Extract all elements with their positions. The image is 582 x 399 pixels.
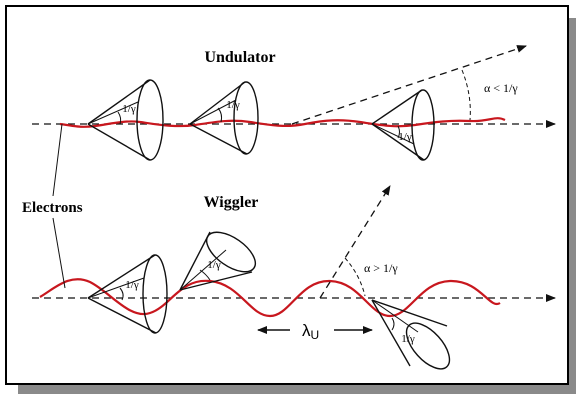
- period-label: λU: [302, 321, 319, 342]
- undulator-cone-2-angle-label: 1/γ: [226, 99, 240, 111]
- undulator-cone-3-angle-label: 1/γ: [398, 131, 412, 143]
- electrons-label-group: Electrons: [22, 123, 83, 289]
- undulator-emission-cone-2: [189, 81, 259, 155]
- wiggler-observation-direction-arrow: [319, 185, 391, 299]
- undulator-cone-1-angle-label: 1/γ: [122, 103, 136, 115]
- wiggler-title: Wiggler: [204, 194, 259, 211]
- undulator-title: Undulator: [204, 49, 275, 66]
- wiggler-emission-cone-1: [87, 254, 168, 334]
- wiggler-section: 1/γ 1/γ 1/γ α > 1/γ λU Wiggler: [32, 185, 556, 370]
- undulator-observation-direction-arrow: [291, 45, 527, 125]
- diagram-frame: [5, 5, 569, 385]
- undulator-section: 1/γ 1/γ 1/γ α < 1/γ Undulator: [32, 45, 556, 161]
- electrons-pointer-lower: [52, 217, 66, 289]
- electrons-label: Electrons: [22, 200, 83, 216]
- wiggler-electron-trajectory: [39, 278, 501, 318]
- wiggler-cone-3-angle-label: 1/γ: [401, 333, 415, 345]
- wiggler-cone-1-angle-label: 1/γ: [125, 279, 139, 291]
- undulator-alpha-label: α < 1/γ: [484, 81, 518, 95]
- electrons-pointer-upper: [52, 123, 63, 197]
- undulator-emission-cone-3: [371, 89, 435, 161]
- undulator-emission-cone-1: [87, 79, 164, 161]
- wiggler-alpha-arc: [344, 257, 366, 297]
- wiggler-alpha-label: α > 1/γ: [364, 261, 398, 275]
- wiggler-emission-cone-2: [179, 231, 257, 291]
- wiggler-cone-2-angle-label: 1/γ: [207, 259, 221, 271]
- undulator-electron-trajectory: [59, 117, 506, 128]
- wiggler-emission-cone-3: [371, 299, 451, 370]
